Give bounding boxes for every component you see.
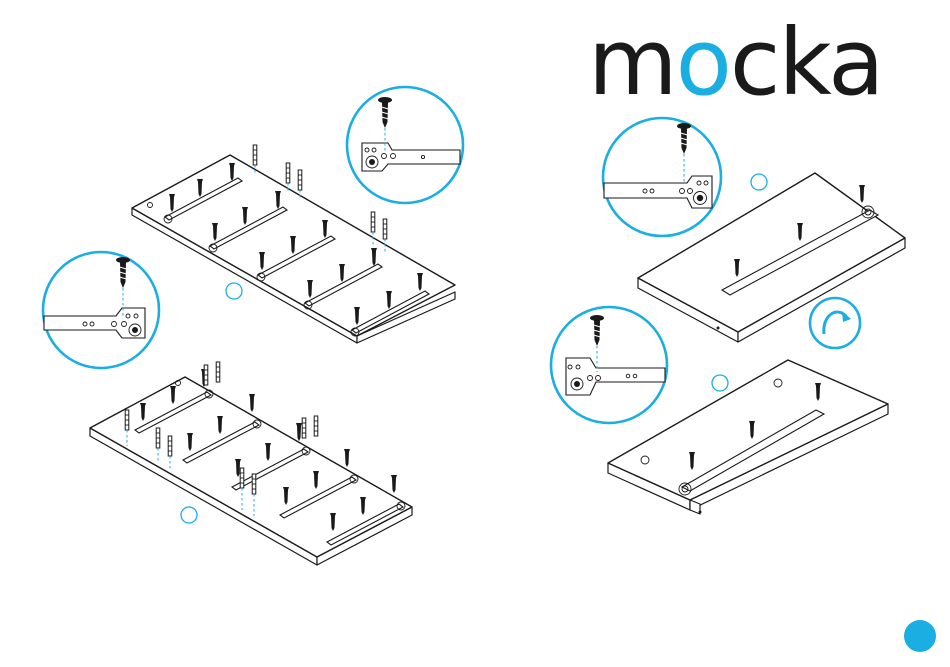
brand-logo: mocka <box>588 9 883 116</box>
step-marker <box>751 174 767 190</box>
flip-arrow-icon <box>810 298 860 348</box>
step-marker <box>712 375 728 391</box>
zoom-detail-bottom-right <box>551 307 667 423</box>
zoom-detail-top-left <box>347 87 463 203</box>
zoom-detail-top-right <box>603 118 721 236</box>
step-marker <box>181 507 197 523</box>
zoom-detail-mid-left <box>43 252 159 368</box>
step-marker <box>226 283 242 299</box>
panel-bottom-left <box>90 362 412 565</box>
page-marker-dot <box>904 620 936 652</box>
